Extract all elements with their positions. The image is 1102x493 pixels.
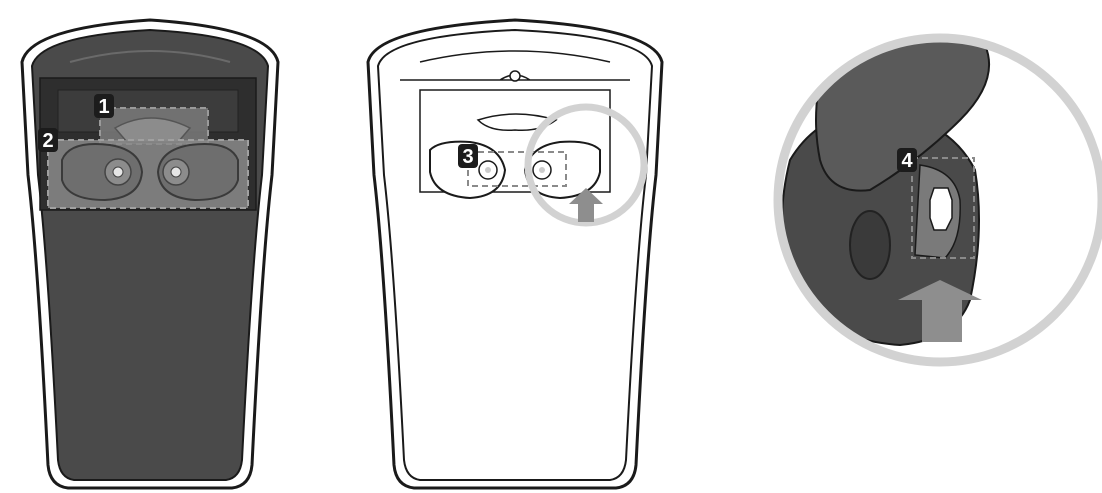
zoom-circle-ring: [773, 33, 1102, 367]
cradle-left: [429, 140, 507, 200]
zoom-earbud-wing: [815, 38, 991, 192]
step-badge-1-label: 1: [98, 96, 109, 118]
step-badge-2: 2: [38, 128, 58, 152]
panel-dark-case: 1 2: [20, 18, 280, 490]
zoom-circle-contents: [778, 38, 991, 347]
contacts-dashed-box: [467, 151, 567, 187]
step-badge-1: 1: [94, 94, 114, 118]
step-badge-3: 3: [458, 144, 478, 168]
step-badge-3-label: 3: [462, 146, 473, 168]
earbud-right: [156, 143, 239, 202]
panel-zoom-detail: 4: [773, 33, 1102, 367]
up-arrow-icon-small: [569, 188, 603, 222]
latch-tab: [113, 117, 192, 143]
zoom-contact-dashed-box: [911, 157, 975, 259]
zoom-speaker-hole: [849, 210, 891, 280]
step-badge-4: 4: [897, 148, 917, 172]
up-arrow-icon-large: [898, 280, 982, 342]
white-case-hinge-pin: [509, 70, 521, 82]
panel-white-case: 3: [366, 18, 664, 490]
zoom-highlight-ring: [524, 103, 648, 227]
step-badge-2-label: 2: [42, 130, 53, 152]
dark-case-lid-arc: [69, 50, 231, 63]
step-badge-4-label: 4: [901, 150, 913, 172]
earbud-left: [61, 143, 144, 202]
zoom-contact-pin: [929, 187, 953, 231]
white-case-lid-arc: [419, 50, 611, 63]
